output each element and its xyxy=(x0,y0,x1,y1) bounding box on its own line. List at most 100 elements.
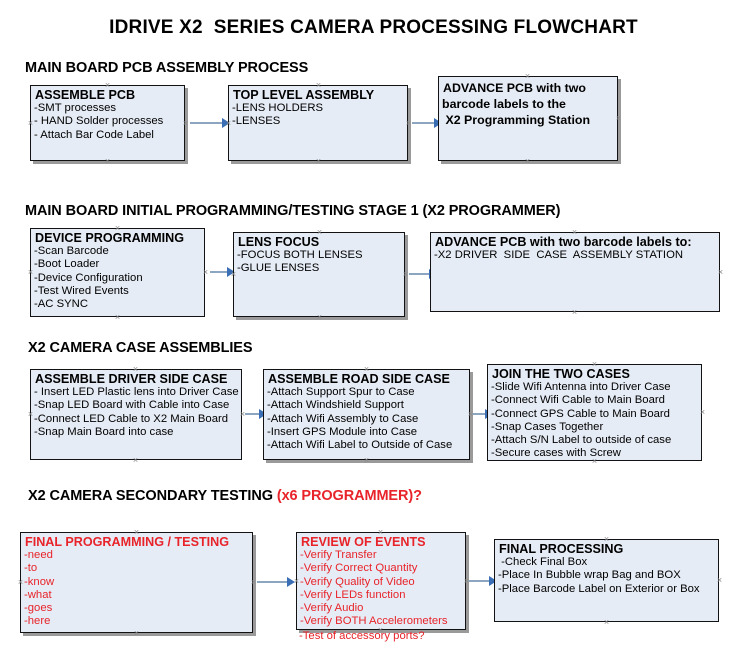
box-overflow-line: -Test of accessory ports? xyxy=(299,630,425,642)
connection-handle-top[interactable] xyxy=(591,361,598,368)
connection-handle-bottom[interactable] xyxy=(603,619,610,626)
connection-handle-right[interactable] xyxy=(615,115,622,122)
connection-handle-left[interactable] xyxy=(17,579,24,586)
process-box-review-of-events[interactable]: REVIEW OF EVENTS -Verify Transfer -Verif… xyxy=(296,532,466,630)
process-box-assemble-pcb[interactable]: ASSEMBLE PCB -SMT processes - HAND Solde… xyxy=(30,85,185,161)
box-line: -Attach Wifi Label to Outside of Case xyxy=(267,439,453,452)
box-title: FINAL PROGRAMMING / TESTING xyxy=(25,535,230,549)
connection-handle-top[interactable] xyxy=(104,82,111,89)
connection-handle-left[interactable] xyxy=(225,120,232,127)
arrow-shaft xyxy=(469,580,490,582)
box-line: -GLUE LENSES xyxy=(237,262,320,275)
process-box-assemble-driver-side-case[interactable]: ASSEMBLE DRIVER SIDE CASE - Insert LED P… xyxy=(30,369,242,460)
connection-handle-bottom[interactable] xyxy=(377,627,384,634)
box-title: JOIN THE TWO CASES xyxy=(492,367,630,381)
process-box-assemble-road-side-case[interactable]: ASSEMBLE ROAD SIDE CASE -Attach Support … xyxy=(263,369,470,460)
box-title: ASSEMBLE ROAD SIDE CASE xyxy=(268,372,450,386)
connection-handle-top[interactable] xyxy=(315,82,322,89)
box-title: ASSEMBLE PCB xyxy=(35,88,136,102)
box-line: -what xyxy=(24,588,52,601)
connection-handle-bottom[interactable] xyxy=(315,158,322,165)
box-title: ADVANCE PCB with two barcode labels to: xyxy=(435,235,692,249)
connection-handle-right[interactable] xyxy=(717,269,724,276)
box-line: -goes xyxy=(24,602,53,615)
connection-handle-left[interactable] xyxy=(230,271,237,278)
box-title: FINAL PROCESSING xyxy=(499,542,624,556)
connection-handle-right[interactable] xyxy=(405,120,412,127)
box-line: -to xyxy=(24,562,38,575)
box-line: -Attach Wifi Assembly to Case xyxy=(267,412,419,425)
box-line: -LENSES xyxy=(232,115,281,128)
arrow-shaft xyxy=(190,122,223,124)
connection-handle-bottom[interactable] xyxy=(132,457,139,464)
connection-handle-bottom[interactable] xyxy=(104,158,111,165)
connection-handle-top[interactable] xyxy=(363,366,370,373)
connection-handle-bottom[interactable] xyxy=(133,630,140,637)
connection-handle-right[interactable] xyxy=(250,579,257,586)
box-line: -Verify Audio xyxy=(300,602,364,615)
box-line: -need xyxy=(24,549,53,561)
connection-handle-right[interactable] xyxy=(182,120,189,127)
connection-handle-right[interactable] xyxy=(202,269,209,276)
process-box-advance-pcb-driver-side[interactable]: ADVANCE PCB with two barcode labels to: … xyxy=(430,232,720,312)
connection-handle-top[interactable] xyxy=(132,366,139,373)
connection-handle-right[interactable] xyxy=(463,578,470,585)
connection-handle-bottom[interactable] xyxy=(591,458,598,465)
connection-handle-bottom[interactable] xyxy=(524,158,531,165)
connection-handle-top[interactable] xyxy=(377,529,384,536)
process-box-advance-pcb-station[interactable]: ADVANCE PCB with two barcode labels to t… xyxy=(438,76,618,161)
connection-handle-right[interactable] xyxy=(467,411,474,418)
connection-handle-left[interactable] xyxy=(27,120,34,127)
box-line: -Connect LED Cable to X2 Main Board xyxy=(34,412,229,425)
connection-handle-left[interactable] xyxy=(27,269,34,276)
box-line: -Insert GPS Module into Case xyxy=(267,425,418,438)
connection-handle-left[interactable] xyxy=(293,578,300,585)
box-line: -here xyxy=(24,615,51,628)
box-line: -Verify Transfer xyxy=(300,549,377,561)
connection-handle-right[interactable] xyxy=(716,577,723,584)
box-line: -Check Final Box xyxy=(498,556,588,568)
box-line: -SMT processes xyxy=(34,102,117,114)
connection-handle-bottom[interactable] xyxy=(571,309,578,316)
process-box-join-the-two-cases[interactable]: JOIN THE TWO CASES -Slide Wifi Antenna i… xyxy=(487,364,702,461)
box-line: -Verify LEDs function xyxy=(300,588,406,601)
connection-handle-top[interactable] xyxy=(571,229,578,236)
connection-handle-top[interactable] xyxy=(316,229,323,236)
connection-handle-top[interactable] xyxy=(114,225,121,232)
box-line: barcode labels to the xyxy=(442,97,566,111)
process-box-lens-focus[interactable]: LENS FOCUS -FOCUS BOTH LENSES -GLUE LENS… xyxy=(233,232,405,317)
connection-handle-right[interactable] xyxy=(699,409,706,416)
box-line: -AC SYNC xyxy=(34,298,88,311)
box-title: REVIEW OF EVENTS xyxy=(301,535,426,549)
box-title: LENS FOCUS xyxy=(238,235,320,249)
connection-handle-top[interactable] xyxy=(603,536,610,543)
process-box-final-processing[interactable]: FINAL PROCESSING -Check Final Box -Place… xyxy=(494,539,719,622)
box-line: -LENS HOLDERS xyxy=(232,102,324,114)
box-line: - Attach Bar Code Label xyxy=(34,128,154,141)
connection-handle-bottom[interactable] xyxy=(316,314,323,321)
box-line: -Connect Wifi Cable to Main Board xyxy=(491,394,665,407)
box-line: -Snap LED Board with Cable into Case xyxy=(34,399,230,412)
connection-handle-right[interactable] xyxy=(402,271,409,278)
process-box-top-level-assembly[interactable]: TOP LEVEL ASSEMBLY -LENS HOLDERS -LENSES xyxy=(228,85,408,161)
connector-arrow xyxy=(469,575,497,587)
connection-handle-top[interactable] xyxy=(524,73,531,80)
box-line: -Verify Correct Quantity xyxy=(300,562,418,575)
box-title: ADVANCE PCB with two xyxy=(443,81,586,95)
arrow-shaft xyxy=(409,273,430,275)
connection-handle-left[interactable] xyxy=(27,411,34,418)
box-line: X2 Programming Station xyxy=(442,113,591,127)
box-line: -Verify BOTH Accelerometers xyxy=(300,615,448,628)
connection-handle-top[interactable] xyxy=(133,529,140,536)
process-box-device-programming[interactable]: DEVICE PROGRAMMING -Scan Barcode -Boot L… xyxy=(30,228,205,317)
arrow-shaft xyxy=(473,413,486,415)
box-line: -Place Barcode Label on Exterior or Box xyxy=(498,582,700,595)
section-heading-3: X2 CAMERA CASE ASSEMBLIES xyxy=(28,340,253,356)
connection-handle-bottom[interactable] xyxy=(363,457,370,464)
connection-handle-bottom[interactable] xyxy=(114,314,121,321)
connection-handle-right[interactable] xyxy=(239,411,246,418)
process-box-final-programming-testing[interactable]: FINAL PROGRAMMING / TESTING -need -to -k… xyxy=(20,532,253,633)
section-heading-4-accent: (x6 PROGRAMMER)? xyxy=(276,488,422,504)
box-line: -Snap Main Board into case xyxy=(34,425,174,438)
box-line: -Test Wired Events xyxy=(34,284,129,297)
